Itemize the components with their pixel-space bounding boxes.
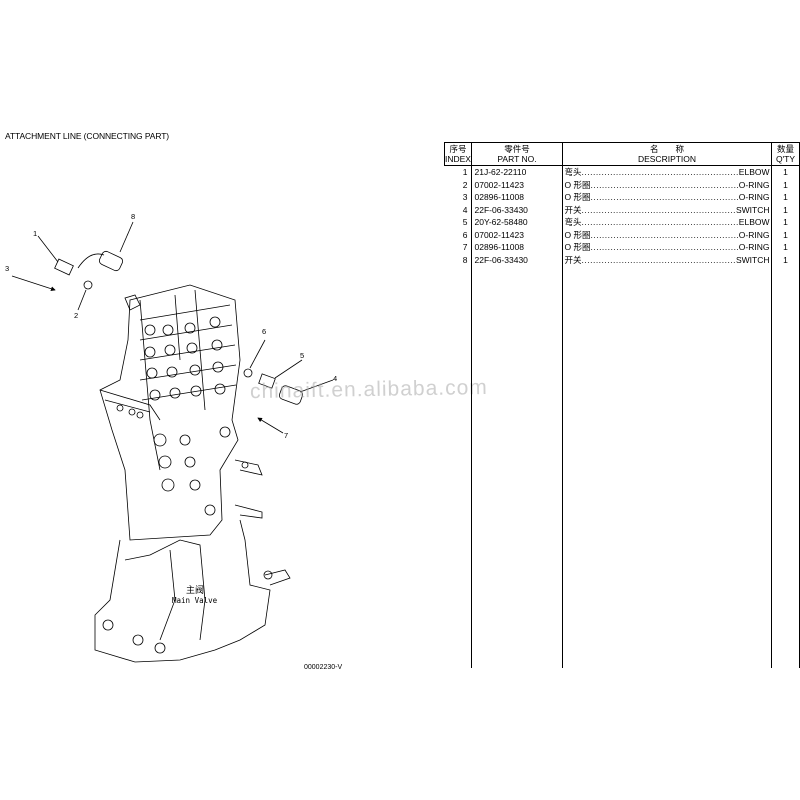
row-description: 开关 SWITCH — [563, 254, 772, 267]
row-description-en: ELBOW — [738, 167, 770, 177]
elbow-part-5 — [258, 373, 276, 389]
row-description-cn: O 形圈 — [564, 192, 591, 202]
valve-stand-outline — [94, 519, 271, 663]
row-description-en: O-RING — [738, 229, 770, 240]
main-valve-drawing — [11, 221, 334, 663]
row-description: O 形圈 O-RING — [563, 191, 772, 204]
leader-dots — [590, 179, 738, 192]
col-divider — [562, 142, 563, 668]
leader-dots — [582, 254, 736, 267]
row-qty: 1 — [783, 217, 788, 227]
row-qty: 1 — [783, 204, 788, 215]
table-row: 1 21J-62-22110 弯头 ELBOW 1 — [445, 166, 800, 179]
callout-8: 8 — [131, 212, 136, 221]
main-valve-label-en: Main Valve — [172, 596, 218, 605]
row-description: 弯头 ELBOW — [563, 216, 772, 229]
o-ring-part-2 — [83, 280, 93, 290]
table-row: 4 22F-06-33430 开关 SWITCH 1 — [445, 204, 800, 217]
leader-dots — [590, 241, 738, 254]
row-index: 5 — [462, 217, 468, 227]
row-description: O 形圈 O-RING — [563, 229, 772, 242]
table-row: 2 07002-11423 O 形圈 O-RING 1 — [445, 179, 800, 192]
switch-part-8 — [98, 250, 124, 272]
callout-7: 7 — [284, 431, 289, 440]
callout-4: 4 — [333, 374, 338, 383]
callout-1: 1 — [33, 229, 38, 238]
table-row: 5 20Y-62-58480 弯头 ELBOW 1 — [445, 216, 800, 229]
row-description-cn: O 形圈 — [564, 242, 591, 252]
row-description: 开关 SWITCH — [563, 204, 772, 217]
main-valve-label-cn: 主阀 — [186, 585, 205, 595]
row-description-cn: 弯头 — [564, 217, 582, 227]
row-description-en: O-RING — [738, 242, 770, 252]
row-description: O 形圈 O-RING — [563, 179, 772, 192]
col-divider — [471, 142, 472, 668]
row-qty: 1 — [783, 167, 788, 177]
row-part-no: 22F-06-33430 — [474, 204, 528, 215]
row-description: O 形圈 O-RING — [563, 241, 772, 254]
row-part-no: 22F-06-33430 — [474, 254, 528, 265]
page-title: ATTACHMENT LINE (CONNECTING PART) — [5, 131, 170, 141]
drawing-code: 00002230-V — [304, 664, 343, 671]
row-index: 8 — [462, 254, 468, 265]
table-row: 8 22F-06-33430 开关 SWITCH 1 — [445, 254, 800, 267]
row-description-cn: O 形圈 — [564, 179, 591, 190]
row-index: 7 — [462, 242, 468, 252]
row-description-en: O-RING — [738, 179, 770, 190]
row-part-no: 02896-11008 — [474, 192, 524, 202]
row-description-cn: 开关 — [564, 204, 582, 215]
leader-dots — [590, 229, 738, 242]
valve-block-outline — [99, 284, 241, 541]
callout-3: 3 — [5, 264, 10, 273]
row-description-cn: 开关 — [564, 254, 582, 265]
row-part-no: 02896-11008 — [474, 242, 524, 252]
row-qty: 1 — [783, 254, 788, 265]
table-row: 7 02896-11008 O 形圈 O-RING 1 — [445, 241, 800, 254]
row-part-no: 07002-11423 — [474, 179, 524, 190]
elbow-part-1 — [54, 258, 74, 276]
row-description-en: O-RING — [738, 192, 770, 202]
row-description-en: ELBOW — [738, 217, 770, 227]
row-description-cn: O 形圈 — [564, 229, 591, 240]
row-index: 2 — [462, 179, 468, 190]
row-description-cn: 弯头 — [564, 167, 582, 177]
row-index: 3 — [462, 192, 468, 202]
callout-6: 6 — [262, 327, 267, 336]
leader-dots — [582, 166, 739, 179]
row-qty: 1 — [783, 229, 788, 240]
switch-part-4 — [278, 385, 304, 405]
row-qty: 1 — [783, 192, 788, 202]
table-row: 6 07002-11423 O 形圈 O-RING 1 — [445, 229, 800, 242]
leader-dots — [590, 191, 738, 204]
col-divider — [771, 142, 772, 668]
leader-dots — [582, 216, 739, 229]
row-description-en: SWITCH — [735, 254, 770, 265]
table-row: 3 02896-11008 O 形圈 O-RING 1 — [445, 191, 800, 204]
o-ring-part-6 — [243, 368, 253, 378]
leader-dots — [582, 204, 736, 217]
row-part-no: 07002-11423 — [474, 229, 524, 240]
row-qty: 1 — [783, 242, 788, 252]
row-index: 6 — [462, 229, 468, 240]
row-part-no: 21J-62-22110 — [474, 167, 527, 177]
row-index: 4 — [462, 204, 468, 215]
row-qty: 1 — [783, 179, 788, 190]
row-description-en: SWITCH — [735, 204, 770, 215]
callout-5: 5 — [300, 351, 305, 360]
row-index: 1 — [462, 167, 468, 177]
row-description: 弯头 ELBOW — [563, 166, 772, 179]
row-part-no: 20Y-62-58480 — [474, 217, 528, 227]
callout-2: 2 — [74, 311, 79, 320]
